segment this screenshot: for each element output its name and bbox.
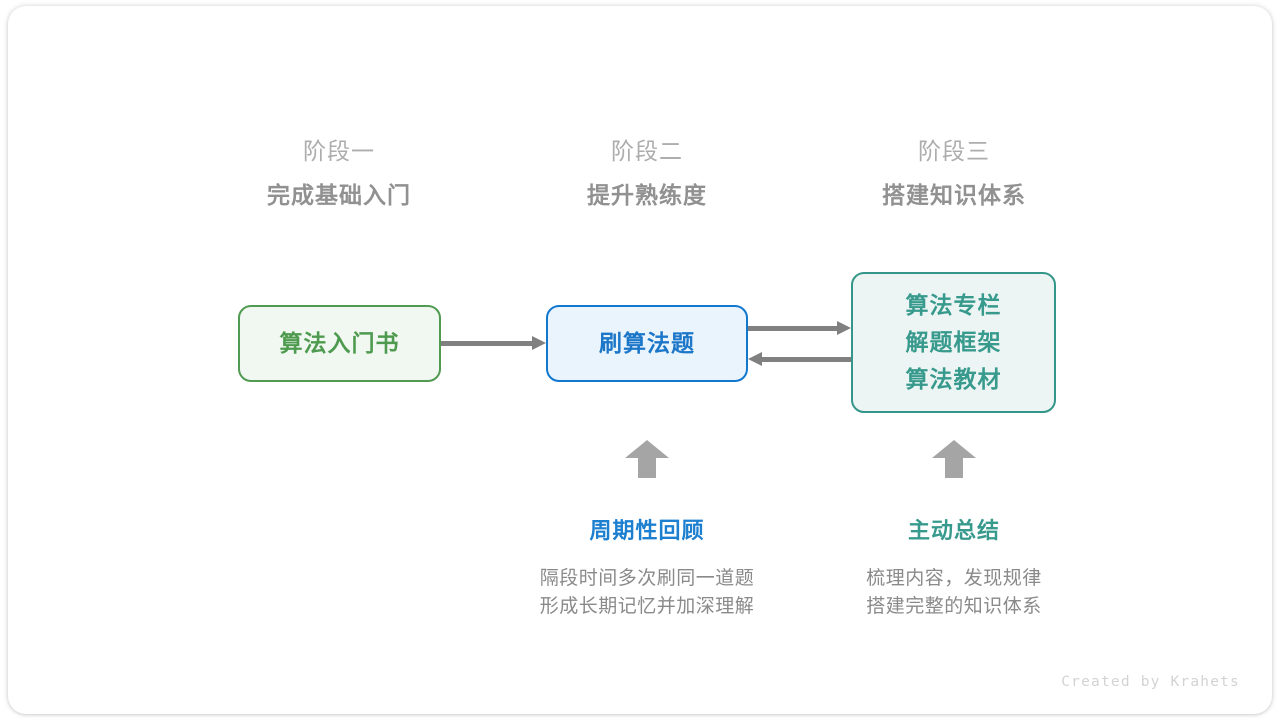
up-arrow-stem [945, 457, 963, 478]
node-practice-problems[interactable]: 刷算法题 [546, 305, 748, 382]
annotation-active-summary: 主动总结 梳理内容，发现规律 搭建完整的知识体系 [804, 516, 1104, 621]
annotation-summary-title: 主动总结 [907, 518, 1000, 543]
node-resources-line-2: 解题框架 [905, 329, 1002, 355]
annotation-periodic-review: 周期性回顾 隔段时间多次刷同一道题 形成长期记忆并加深理解 [497, 516, 797, 621]
arrow-head-left-icon [748, 352, 762, 366]
stage-label-1: 阶段一 [303, 138, 375, 164]
arrow-head-right-icon [837, 321, 851, 335]
node-algorithm-intro-book[interactable]: 算法入门书 [238, 305, 441, 382]
stage-header-1: 阶段一 完成基础入门 [209, 136, 469, 211]
node-practice-line-1: 刷算法题 [599, 330, 695, 356]
stage-title-1: 完成基础入门 [267, 182, 411, 208]
stage-label-2: 阶段二 [611, 138, 683, 164]
annotation-review-title: 周期性回顾 [589, 518, 705, 543]
credit-text: Created by Krahets [1061, 674, 1240, 690]
annotation-review-desc-line-2: 形成长期记忆并加深理解 [539, 596, 755, 617]
diagram-canvas: 阶段一 完成基础入门 阶段二 提升熟练度 阶段三 搭建知识体系 算法入门书 刷算… [8, 6, 1272, 714]
node-resources-line-3: 算法教材 [905, 366, 1002, 392]
node-book-line-1: 算法入门书 [279, 330, 400, 356]
up-arrow-summary-icon [932, 440, 976, 478]
annotation-summary-desc-line-2: 搭建完整的知识体系 [866, 596, 1042, 617]
up-arrow-tip [625, 440, 669, 458]
annotation-review-desc-line-1: 隔段时间多次刷同一道题 [539, 568, 755, 589]
arrow-shaft [762, 357, 851, 362]
stage-title-2: 提升熟练度 [587, 182, 707, 208]
up-arrow-review-icon [625, 440, 669, 478]
node-resources-line-1: 算法专栏 [905, 292, 1002, 318]
stage-title-3: 搭建知识体系 [882, 182, 1026, 208]
up-arrow-tip [932, 440, 976, 458]
annotation-summary-desc: 梳理内容，发现规律 搭建完整的知识体系 [804, 565, 1104, 621]
arrow-shaft [748, 326, 837, 331]
node-learning-resources[interactable]: 算法专栏 解题框架 算法教材 [851, 272, 1056, 413]
up-arrow-stem [638, 457, 656, 478]
stage-header-2: 阶段二 提升熟练度 [517, 136, 777, 211]
annotation-review-desc: 隔段时间多次刷同一道题 形成长期记忆并加深理解 [497, 565, 797, 621]
stage-header-3: 阶段三 搭建知识体系 [824, 136, 1084, 211]
stage-label-3: 阶段三 [918, 138, 990, 164]
arrow-head-right-icon [532, 336, 546, 350]
arrow-shaft [441, 341, 532, 346]
annotation-summary-desc-line-1: 梳理内容，发现规律 [866, 568, 1042, 589]
